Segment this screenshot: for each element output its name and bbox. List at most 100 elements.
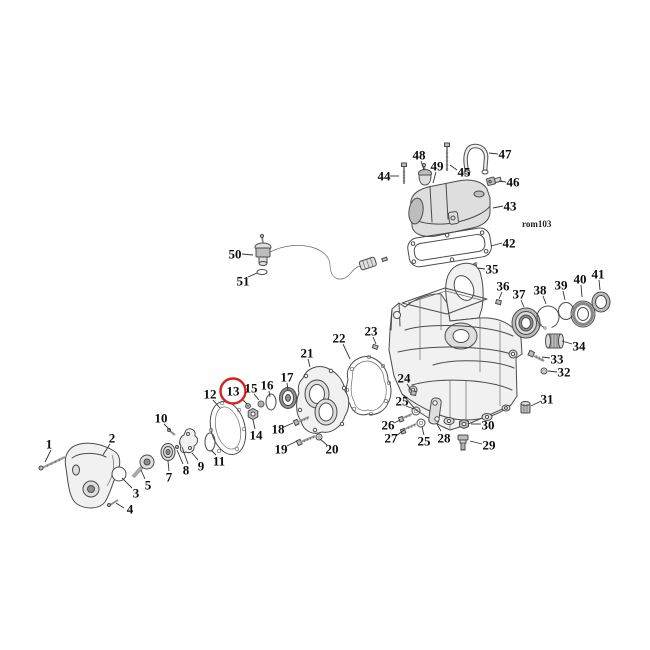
part-22-gasket [344,354,392,417]
callout-27-label: 27 [385,431,399,446]
callout-48-label: 48 [413,148,427,163]
callout-12-leader [212,399,221,409]
callout-22-leader [342,343,351,360]
callout-31-label: 31 [541,392,554,407]
part-40-seal [570,300,596,328]
part-5-shaft [131,454,155,479]
callout-21-leader [307,358,311,368]
part-24-dowel [410,390,417,397]
callout-43-label: 43 [504,199,518,214]
callout-4-leader [115,502,125,509]
callout-38-label: 38 [534,283,548,298]
callout-18-label: 18 [272,422,286,437]
callout-39-leader [562,290,566,301]
part-12-gasket [208,400,247,456]
callout-40-leader [580,284,583,298]
callout-17-label: 17 [281,370,295,385]
callout-40-label: 40 [574,272,587,287]
callout-31-leader [530,400,542,407]
part-31-plug [520,401,531,414]
callout-39-label: 39 [555,278,569,293]
callout-16-leader [268,390,271,398]
part-27-bolt [399,423,417,435]
part-14-nut [247,407,259,421]
callout-50-label: 50 [229,247,242,262]
callout-13-label: 13 [227,384,241,399]
part-25-washer-upper [411,406,421,416]
callout-25-label: 25 [396,394,410,409]
part-18-screw [292,415,310,427]
part-28-link [428,397,442,425]
callout-8-label: 8 [183,463,190,478]
callout-2-label: 2 [109,431,116,446]
part-2-cover [64,442,121,509]
callout-33-leader [541,356,551,359]
callout-37-label: 37 [513,287,527,302]
callout-8-leader [176,449,184,465]
diagram-code: rom103 [522,219,552,229]
part-16-oring [265,393,277,411]
callout-49-leader [432,171,437,184]
callout-34-leader [561,340,573,345]
callout-36-label: 36 [497,279,511,294]
callout-11-leader [210,449,217,456]
callout-18-leader [283,422,294,428]
part-42-gasket [407,227,492,268]
callout-41-leader [598,279,601,291]
callout-14-label: 14 [250,428,264,443]
callout-45-leader [449,164,458,171]
part-48-breather [418,162,432,186]
callout-26-label: 26 [382,418,396,433]
callout-9-leader [191,452,199,461]
part-29-bolt [457,434,469,451]
callout-10-leader [163,423,171,431]
callout-24-leader [406,383,412,391]
callout-24-label: 24 [398,371,412,386]
callout-38-leader [542,295,547,305]
part-10-screw [167,428,176,436]
callout-45-label: 45 [458,165,472,180]
part-41-seal [591,291,611,313]
highlight-circle-part-13 [219,377,247,405]
part-4-screw [107,499,119,507]
callout-47-leader [488,152,499,155]
callout-7-label: 7 [166,470,173,485]
part-26-bolt [397,413,413,423]
part-46-fitting [485,176,502,186]
callout-46-leader [498,180,507,183]
part-19-screw [295,434,316,447]
callout-23-label: 23 [365,324,379,339]
callout-2-leader [102,443,111,456]
callout-8-leader [181,446,189,465]
callout-46-label: 46 [507,175,521,190]
callout-48-leader [420,160,425,171]
callout-19-leader [286,440,298,447]
callout-20-label: 20 [326,442,339,457]
part-44-bolt [401,162,407,184]
part-9-bracket [179,428,198,454]
callout-13-leader [242,399,248,405]
callout-35-label: 35 [486,262,500,277]
part-47-hose [463,143,489,175]
part-34-bushing [545,333,564,349]
part-23-pin [371,343,379,351]
part-32-washer [540,367,548,375]
sensor-cable [269,245,389,280]
callout-1-leader [44,449,52,463]
callout-32-label: 32 [558,365,571,380]
part-37-bearing [511,307,541,339]
part-50-speed-sensor [254,233,272,266]
callout-19-label: 19 [275,442,289,457]
callout-20-leader [319,438,328,446]
part-20-washer [315,433,323,441]
callout-5-label: 5 [145,478,152,493]
part-1-bolt [38,456,66,471]
part-25-washer-lower [416,418,426,428]
part-38-snap-ring [536,305,560,330]
callout-7-leader [167,460,170,472]
callout-25-leader [421,426,425,436]
callout-12-label: 12 [204,387,217,402]
